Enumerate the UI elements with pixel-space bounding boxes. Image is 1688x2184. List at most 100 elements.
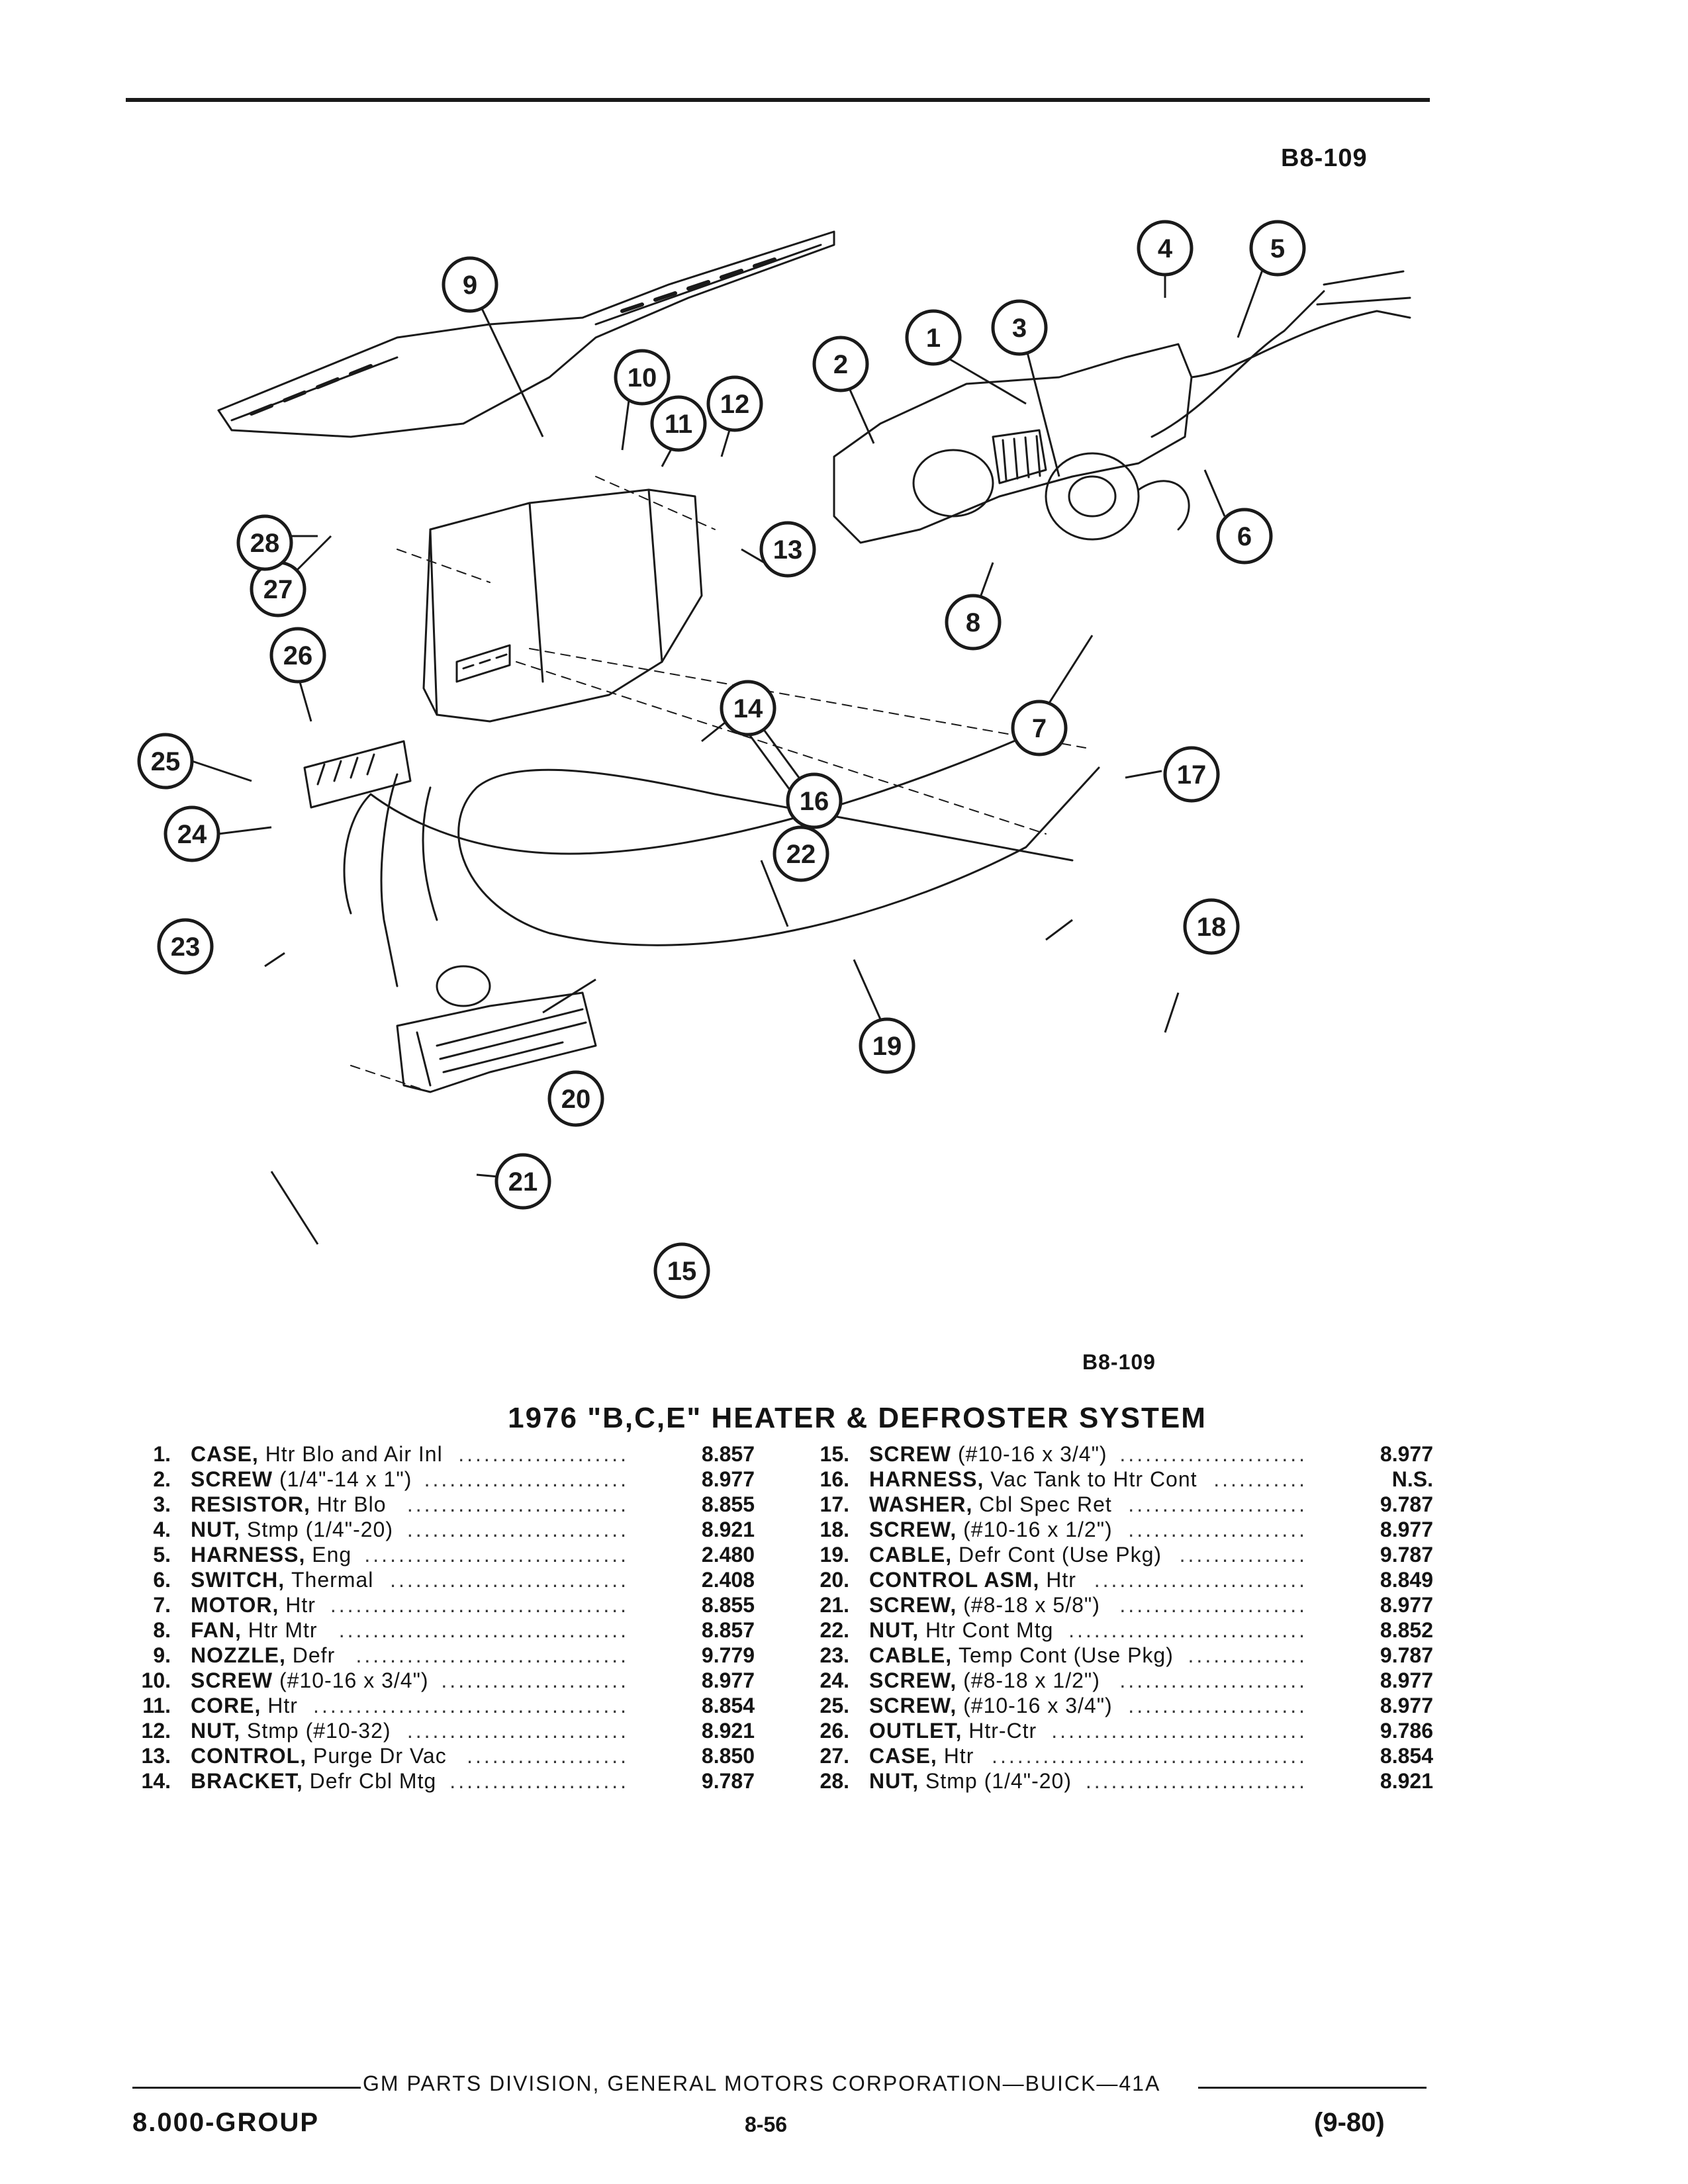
part-group-code: 8.854: [1380, 1744, 1433, 1768]
part-group-code: 8.855: [701, 1593, 755, 1617]
dot-leader: .....................: [449, 1769, 629, 1793]
part-group-code: 8.977: [1380, 1593, 1433, 1617]
callout-label: 13: [773, 535, 803, 565]
part-number: 28.: [820, 1769, 849, 1793]
part-name-bold: SCREW,: [869, 1518, 957, 1541]
part-row: 25.SCREW, (#10-16 x 3/4")8.977..........…: [811, 1693, 1433, 1718]
part-description: Defr Cont (Use Pkg): [959, 1543, 1162, 1567]
part-number: 19.: [820, 1543, 849, 1567]
figure-code-top: B8-109: [1281, 144, 1368, 172]
part-group-code: 8.977: [1380, 1518, 1433, 1541]
dot-leader: ..................................: [338, 1618, 629, 1642]
footer-group: 8.000-GROUP: [132, 2108, 320, 2137]
part-number: 7.: [153, 1593, 171, 1617]
footer-division: GM PARTS DIVISION, GENERAL MOTORS CORPOR…: [363, 2071, 1161, 2095]
part-name-bold: SCREW: [191, 1668, 273, 1692]
part-description: Htr: [267, 1694, 298, 1717]
dot-leader: ...............: [1179, 1543, 1307, 1567]
part-number: 16.: [820, 1467, 849, 1491]
part-number: 8.: [153, 1618, 171, 1642]
blower-motor-shape: [1045, 452, 1140, 541]
part-description: Temp Cont (Use Pkg): [959, 1643, 1174, 1667]
callout-label: 9: [463, 271, 477, 300]
callout-label: 22: [786, 840, 816, 869]
dot-leader: ..........................: [1085, 1769, 1307, 1793]
part-description: (#8-18 x 1/2"): [963, 1668, 1100, 1692]
callout-label: 23: [171, 933, 201, 962]
part-number: 18.: [820, 1518, 849, 1541]
drawing-svg: 1 2 3 4 5 6 7 8 9 10 11 12 13 14 15 16 1…: [137, 220, 1411, 1299]
part-description: Stmp (#10-32): [247, 1719, 391, 1743]
part-name-bold: BRACKET,: [191, 1769, 303, 1793]
dot-leader: .....................: [1128, 1694, 1307, 1717]
part-description: (#10-16 x 3/4"): [963, 1694, 1113, 1717]
part-description: (#8-18 x 5/8"): [963, 1593, 1100, 1617]
part-row: 2.SCREW (1/4"-14 x 1")8.977.............…: [132, 1467, 755, 1492]
dot-leader: .....................: [1128, 1518, 1307, 1541]
callout-label: 20: [561, 1085, 591, 1114]
dot-leader: ............................: [390, 1568, 629, 1592]
part-name-bold: RESISTOR,: [191, 1492, 310, 1516]
part-name: SCREW, (#8-18 x 1/2"): [869, 1668, 1100, 1693]
parts-list-right: 15.SCREW (#10-16 x 3/4")8.977...........…: [811, 1441, 1433, 1794]
callout-label: 17: [1177, 760, 1207, 790]
part-name-bold: SWITCH,: [191, 1568, 285, 1592]
page-title: 1976 "B,C,E" HEATER & DEFROSTER SYSTEM: [508, 1402, 1207, 1434]
part-number: 3.: [153, 1492, 171, 1516]
part-name-bold: CABLE,: [869, 1643, 953, 1667]
part-description: Cbl Spec Ret: [979, 1492, 1112, 1516]
part-row: 15.SCREW (#10-16 x 3/4")8.977...........…: [811, 1441, 1433, 1467]
part-number: 24.: [820, 1668, 849, 1692]
part-row: 18. SCREW, (#10-16 x 1/2") 8.977..........…: [811, 1517, 1433, 1542]
part-description: Eng: [312, 1543, 352, 1567]
part-group-code: 9.786: [1380, 1719, 1433, 1743]
part-description: Htr: [943, 1744, 974, 1768]
part-row: 24.SCREW, (#8-18 x 1/2")8.977...........…: [811, 1668, 1433, 1693]
part-name-bold: CABLE,: [869, 1543, 953, 1567]
part-number: 13.: [141, 1744, 171, 1768]
part-description: Purge Dr Vac: [312, 1744, 447, 1768]
part-number: 25.: [820, 1694, 849, 1717]
part-name-bold: CONTROL ASM,: [869, 1568, 1040, 1592]
callout-label: 12: [720, 390, 750, 419]
callout-label: 15: [667, 1257, 697, 1286]
part-name: NUT, Stmp (1/4"-20): [191, 1517, 393, 1542]
exploded-parts-drawing: 1 2 3 4 5 6 7 8 9 10 11 12 13 14 15 16 1…: [119, 159, 1417, 1337]
part-description: (#10-16 x 1/2"): [963, 1518, 1113, 1541]
dot-leader: ...................: [467, 1744, 629, 1768]
part-row: 19. CABLE, Defr Cont (Use Pkg) 9.787......…: [811, 1542, 1433, 1567]
part-name-bold: SCREW: [869, 1442, 952, 1466]
part-group-code: 9.787: [1380, 1543, 1433, 1567]
footer-date: (9-80): [1314, 2108, 1385, 2137]
part-number: 5.: [153, 1543, 171, 1567]
dot-leader: ....................: [458, 1442, 629, 1466]
part-name: SCREW (#10-16 x 3/4"): [869, 1441, 1107, 1467]
part-number: 9.: [153, 1643, 171, 1667]
callout-label: 25: [151, 747, 181, 776]
part-group-code: 8.857: [701, 1442, 755, 1466]
part-name: SCREW, (#10-16 x 3/4"): [869, 1693, 1113, 1718]
part-row: 4.NUT, Stmp (1/4"-20)8.921..............…: [132, 1517, 755, 1542]
footer-rule-left: [132, 2087, 361, 2089]
part-number: 14.: [141, 1769, 171, 1793]
dot-leader: .....................................: [313, 1694, 629, 1717]
callout-label: 14: [733, 694, 763, 723]
part-name-bold: NOZZLE,: [191, 1643, 286, 1667]
dot-leader: ............................: [1068, 1618, 1307, 1642]
part-group-code: 2.480: [701, 1543, 755, 1567]
dot-leader: ........................: [424, 1467, 629, 1491]
callout-label: 1: [926, 324, 941, 353]
part-name-bold: CASE,: [869, 1744, 937, 1768]
dot-leader: ...............................: [364, 1543, 629, 1567]
part-number: 10.: [141, 1668, 171, 1692]
footer-rule-right: [1198, 2087, 1427, 2089]
top-rule: [126, 98, 1430, 102]
part-number: 17.: [820, 1492, 849, 1516]
dot-leader: ......................: [1119, 1593, 1307, 1617]
part-name-bold: SCREW,: [869, 1694, 957, 1717]
